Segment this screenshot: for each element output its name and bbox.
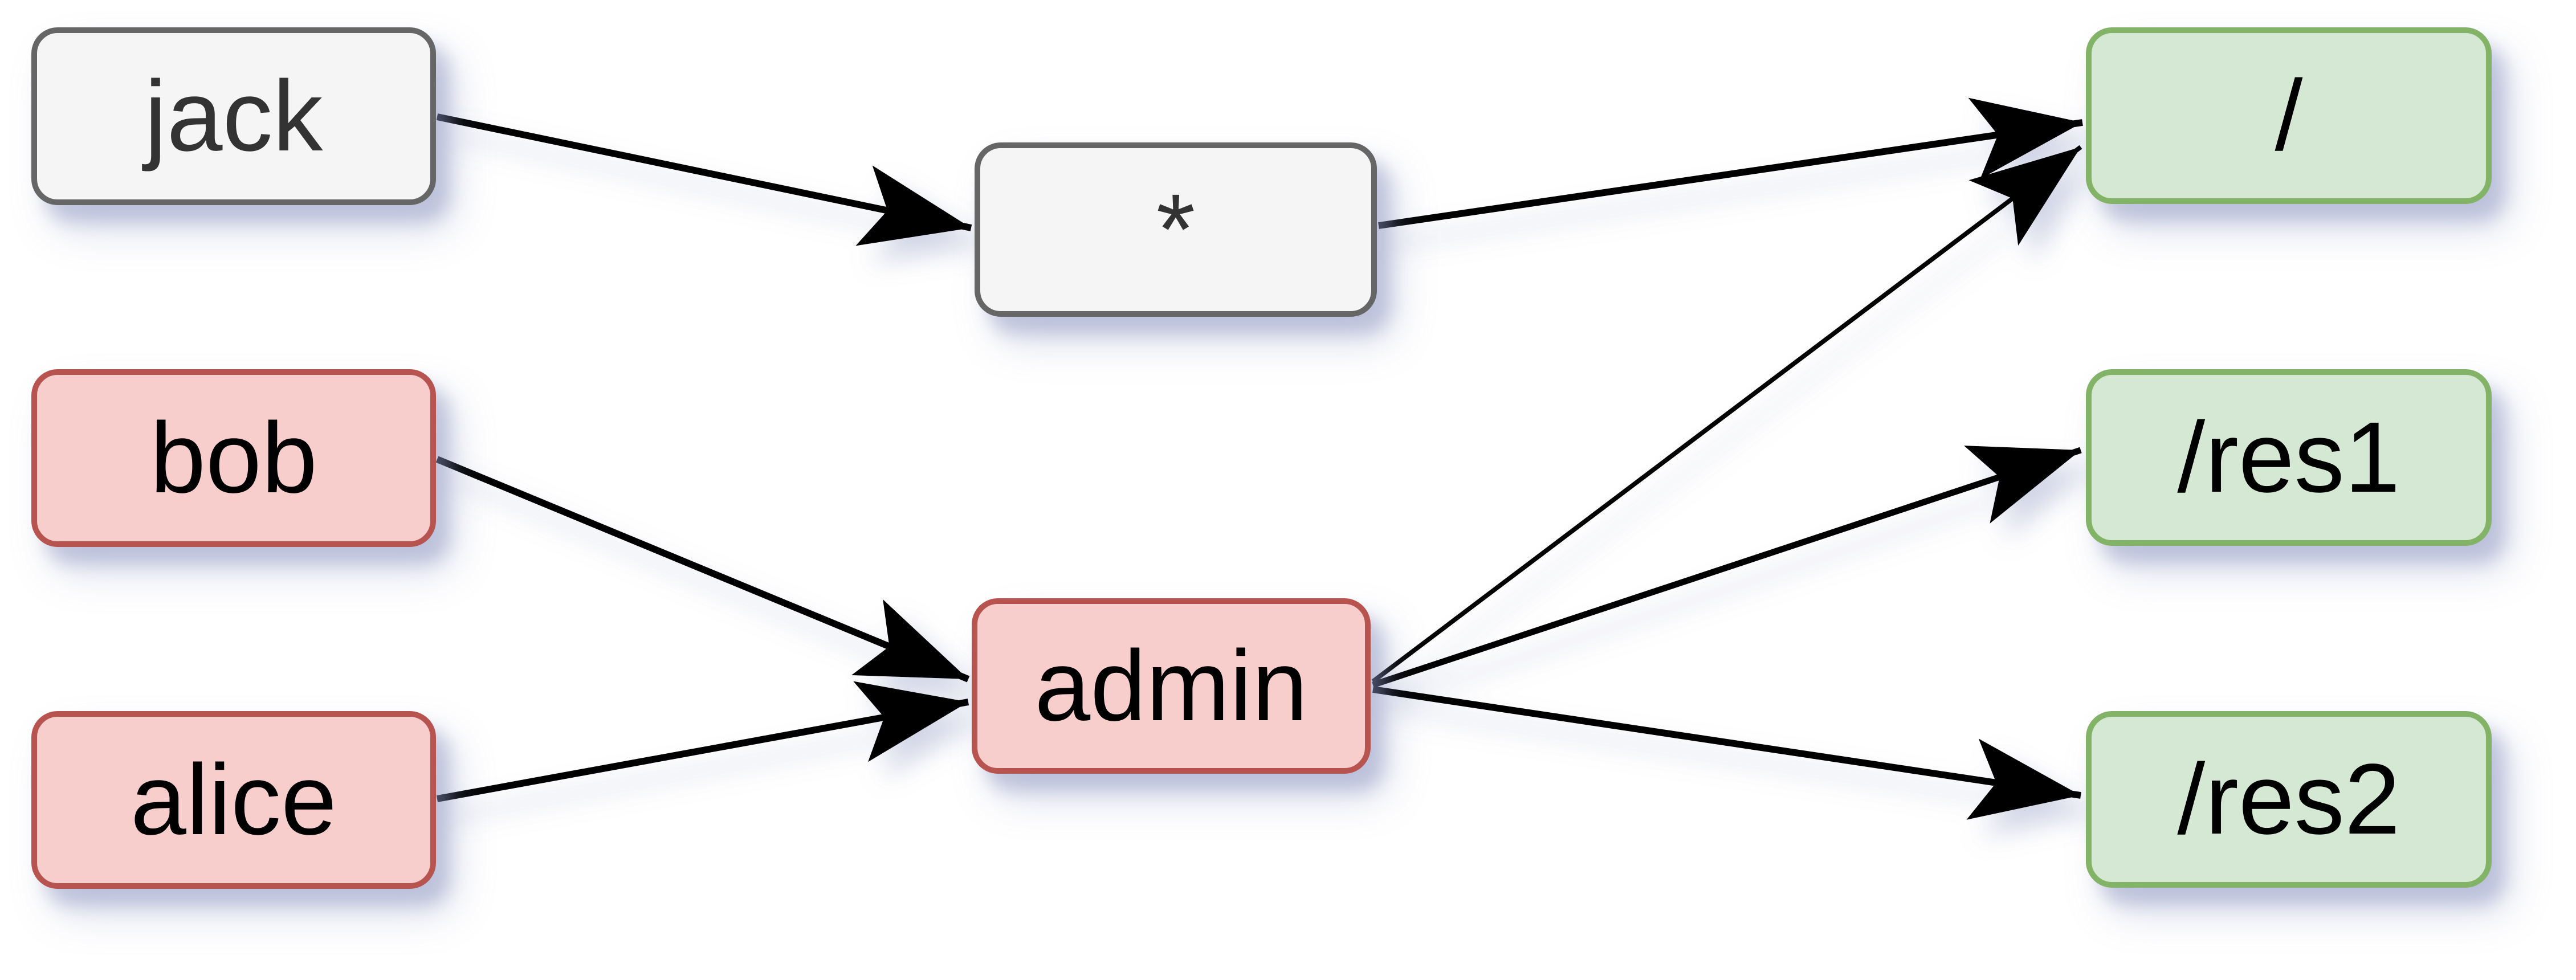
node-jack: jack <box>31 27 436 205</box>
node-bob: bob <box>31 369 436 547</box>
node-label-root: / <box>2275 60 2303 172</box>
edge-group <box>435 97 2083 820</box>
node-label-alice: alice <box>131 744 337 856</box>
node-alice: alice <box>31 711 436 889</box>
node-label-jack: jack <box>144 60 323 172</box>
edge-bob-admin <box>435 456 970 683</box>
node-label-star: * <box>1156 174 1196 285</box>
edge-jack-star <box>436 113 972 246</box>
node-res1: /res1 <box>2086 369 2492 546</box>
node-star: * <box>975 142 1377 317</box>
edge-admin-res1 <box>1372 446 2082 688</box>
edge-admin-root <box>1371 145 2082 684</box>
node-label-admin: admin <box>1034 630 1308 742</box>
node-res2: /res2 <box>2086 711 2492 888</box>
edge-alice-admin <box>436 681 969 802</box>
node-label-bob: bob <box>150 402 317 514</box>
edge-admin-res2 <box>1372 686 2081 820</box>
node-root: / <box>2086 27 2492 204</box>
node-label-res1: /res1 <box>2177 402 2400 513</box>
node-label-res2: /res2 <box>2177 744 2400 855</box>
edge-star-root <box>1378 97 2083 229</box>
node-admin: admin <box>972 598 1371 774</box>
